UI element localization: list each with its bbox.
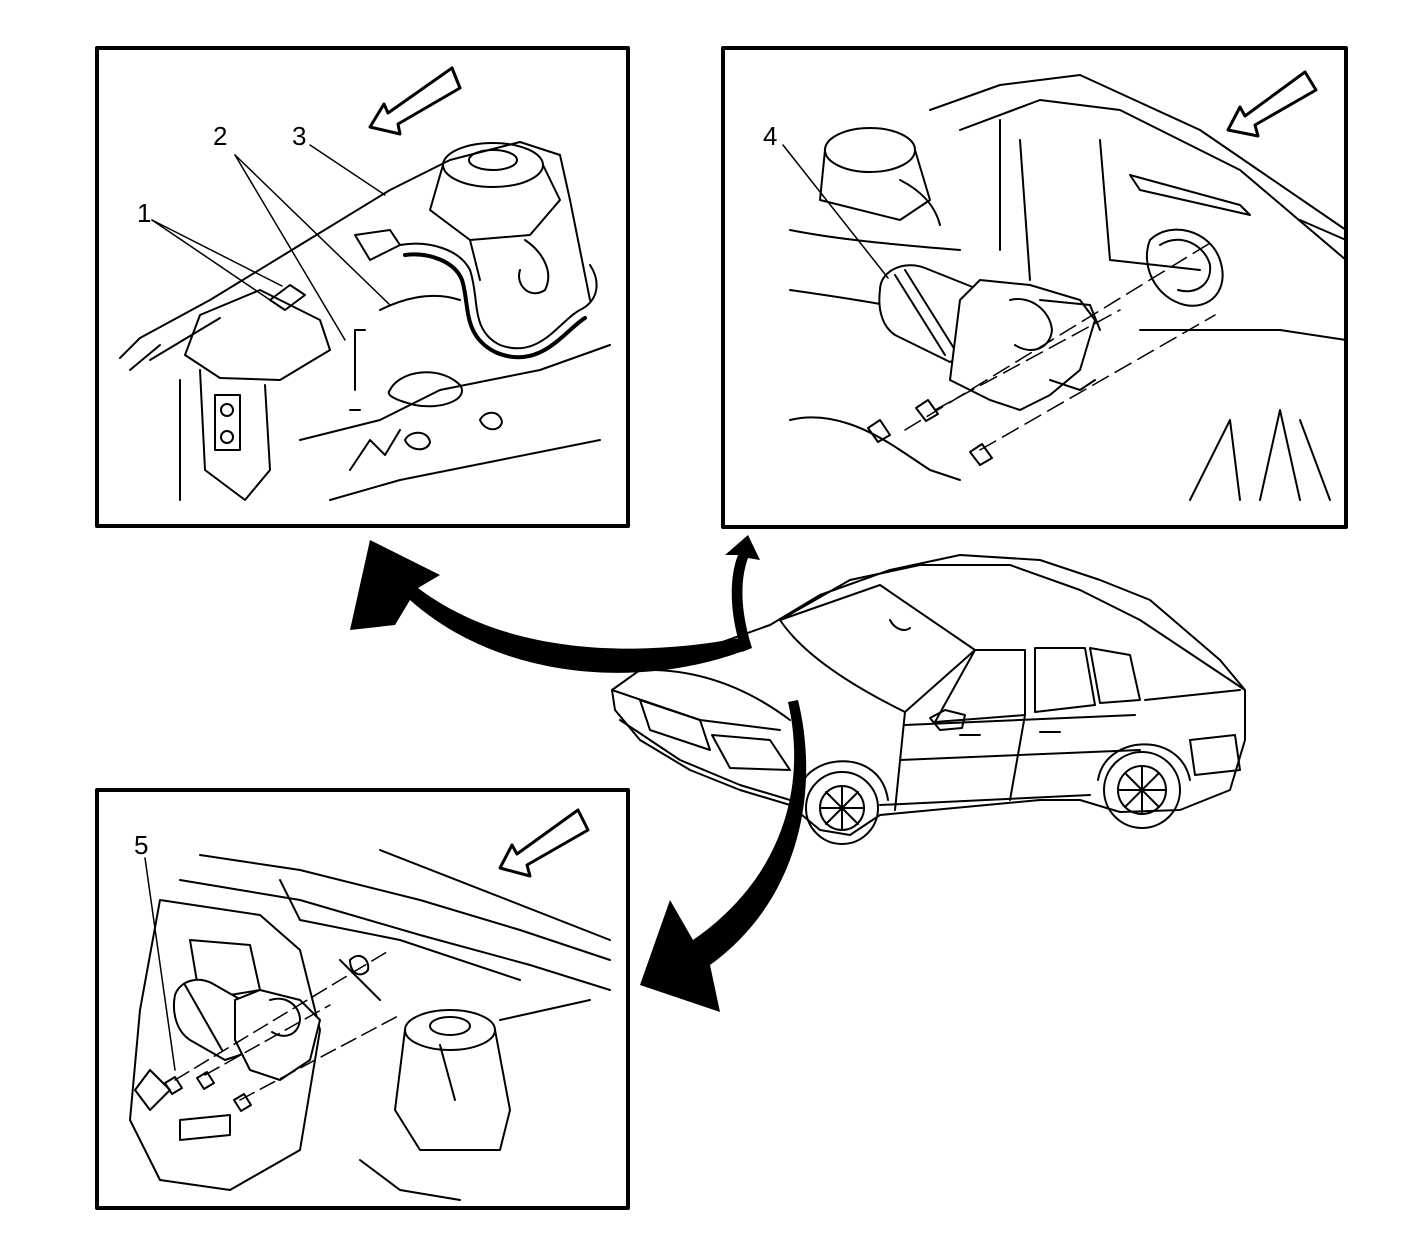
leader-line-2a — [234, 154, 346, 341]
leader-line-1b — [151, 219, 271, 301]
forward-direction-arrow-icon — [368, 66, 462, 136]
leader-line-4 — [782, 144, 889, 279]
leader-line-2b — [234, 154, 391, 306]
detail-panel-bottom-left — [95, 788, 630, 1210]
callout-1: 1 — [137, 198, 152, 228]
forward-direction-arrow-icon — [498, 808, 590, 878]
leader-line-3 — [309, 144, 386, 196]
vehicle-overview — [611, 554, 1246, 845]
callout-3: 3 — [292, 121, 307, 151]
callout-5: 5 — [134, 830, 149, 860]
detail-panel-top-right — [721, 46, 1348, 529]
leader-line-5 — [144, 857, 176, 1071]
callout-2: 2 — [213, 121, 228, 151]
curved-view-arrow-icon — [350, 535, 807, 1012]
detail-panel-top-left — [95, 46, 630, 528]
leader-line-1a — [151, 219, 283, 287]
callout-4: 4 — [763, 121, 778, 151]
forward-direction-arrow-icon — [1226, 70, 1318, 138]
